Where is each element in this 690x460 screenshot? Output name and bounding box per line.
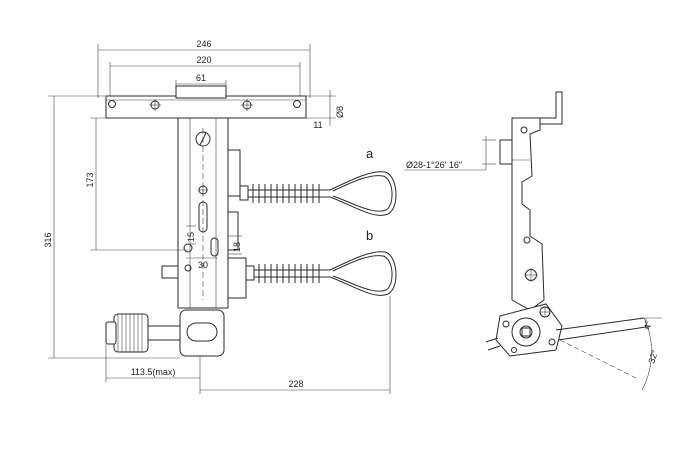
dim-overall-width: 246 bbox=[196, 39, 211, 49]
lever-b-label: b bbox=[366, 228, 373, 243]
top-adjust-knob bbox=[195, 131, 211, 147]
lower-side-block bbox=[227, 257, 247, 299]
dim-plate-thickness: 11 bbox=[313, 120, 322, 130]
side-view: Ø28-1°26' 16" 4° 32° bbox=[404, 91, 662, 391]
lever-a-spring bbox=[252, 184, 320, 203]
tilt-angle-arc bbox=[641, 317, 652, 391]
dim-lever-reach: 228 bbox=[288, 379, 303, 389]
dim-small-30: 30 bbox=[198, 260, 208, 270]
plate-hole-center-left bbox=[149, 99, 161, 111]
lever-b-loop bbox=[329, 251, 397, 296]
side-angle-small: 4° bbox=[642, 320, 654, 331]
side-hole-middle bbox=[523, 236, 531, 244]
side-angle-tilt: 32° bbox=[646, 348, 660, 364]
knurled-knob bbox=[105, 313, 149, 353]
lever-a bbox=[239, 171, 397, 216]
lever-b bbox=[245, 251, 397, 296]
plate-hole-center-right bbox=[241, 99, 253, 111]
handle-shaft bbox=[145, 325, 181, 341]
lever-a-loop bbox=[329, 171, 397, 216]
plate-center-boss bbox=[175, 85, 227, 99]
plate-hole-left bbox=[108, 100, 116, 108]
plate-hole-right bbox=[293, 100, 301, 108]
mounting-plate bbox=[105, 95, 307, 119]
dim-height-upper: 173 bbox=[85, 172, 95, 187]
side-pivot-screw bbox=[524, 268, 538, 282]
front-view: a b 246 220 61 11 Ø8 316 173 bbox=[43, 39, 397, 394]
side-plate bbox=[511, 117, 545, 311]
dim-height-total: 316 bbox=[43, 232, 53, 247]
lever-b-spring bbox=[258, 264, 320, 283]
side-tilt-arm bbox=[555, 317, 647, 379]
dim-hole-dia: Ø8 bbox=[335, 106, 345, 118]
dim-handle-offset: 113.5(max) bbox=[131, 367, 176, 377]
dim-mount-width: 220 bbox=[196, 55, 211, 65]
dim-center-width: 61 bbox=[196, 73, 206, 83]
side-mechanism bbox=[485, 303, 563, 357]
side-hole-top bbox=[520, 126, 528, 134]
dim-small-18: 18 bbox=[232, 242, 242, 252]
side-dim-tilt: Ø28-1°26' 16" bbox=[406, 160, 462, 170]
lower-stub bbox=[161, 265, 179, 279]
middle-side-block bbox=[227, 211, 239, 251]
upper-side-block bbox=[227, 149, 241, 197]
side-top-hook bbox=[539, 91, 563, 125]
lever-a-label: a bbox=[366, 146, 374, 161]
dim-small-15: 15 bbox=[186, 232, 196, 242]
side-stub bbox=[499, 139, 513, 165]
bottom-oval-slot bbox=[186, 322, 218, 342]
adjust-slot bbox=[198, 201, 208, 233]
